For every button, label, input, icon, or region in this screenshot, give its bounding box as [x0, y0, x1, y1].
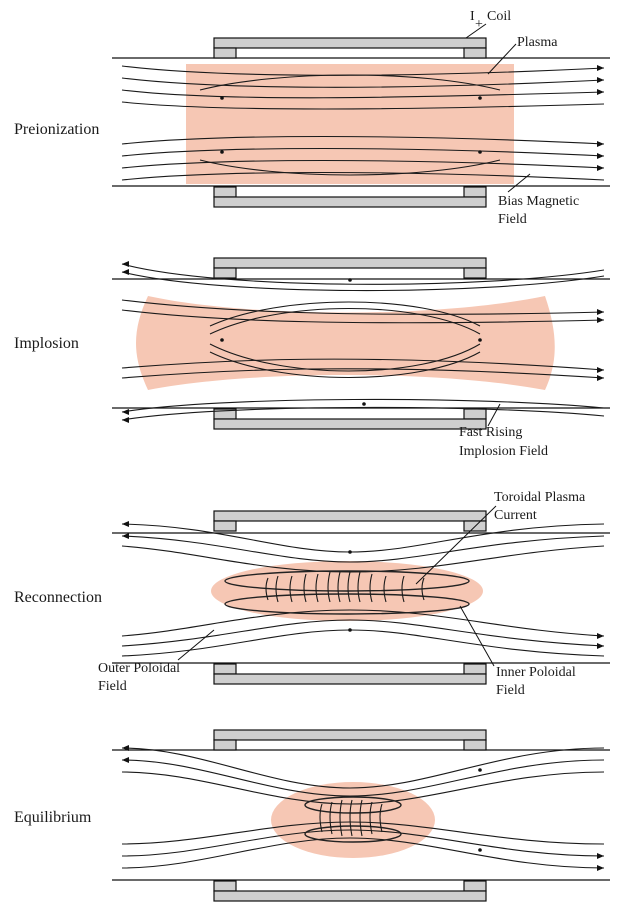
plasma-region [186, 64, 514, 184]
panel-preionization: Preionization I + Coil Plasma Bias Magne… [14, 9, 610, 227]
coil-label: Coil [487, 9, 511, 24]
inner-poloidal-label-line2: Field [496, 683, 525, 698]
coil-top [214, 511, 486, 531]
coil-bottom [214, 409, 486, 429]
outer-poloidal-leader [178, 630, 214, 660]
implosion-field-label-line2: Implosion Field [459, 444, 548, 459]
stage-label-implosion: Implosion [14, 335, 79, 352]
coil-bottom [214, 881, 486, 901]
bias-field-label-line1: Bias Magnetic [498, 194, 579, 209]
bias-field-label-line2: Field [498, 212, 527, 227]
current-sign: + [475, 17, 483, 32]
toroidal-current-label-line1: Toroidal Plasma [494, 490, 586, 505]
coil-top [214, 258, 486, 278]
plasma-label: Plasma [517, 35, 558, 50]
stage-label-preionization: Preionization [14, 121, 99, 138]
coil-bottom [214, 664, 486, 684]
toroidal-current-label-line2: Current [494, 508, 537, 523]
coil-top [214, 38, 486, 58]
panel-equilibrium: Equilibrium [14, 730, 610, 901]
panel-implosion: Implosion Fast Rising Implosion Field [14, 258, 610, 459]
stage-label-reconnection: Reconnection [14, 589, 102, 606]
implosion-field-leader [488, 404, 500, 426]
outer-poloidal-label-line2: Field [98, 679, 127, 694]
stage-label-equilibrium: Equilibrium [14, 809, 92, 826]
outer-poloidal-label-line1: Outer Poloidal [98, 661, 180, 676]
plasma-region [136, 296, 555, 390]
coil-bottom [214, 187, 486, 207]
panel-reconnection: Reconnection Toroidal Plasma Current Out… [14, 490, 610, 698]
implosion-field-label-line1: Fast Rising [459, 425, 522, 440]
inner-poloidal-label-line1: Inner Poloidal [496, 665, 576, 680]
plasma-region [271, 782, 435, 858]
inner-poloidal-leader [460, 606, 494, 666]
coil-top [214, 730, 486, 750]
